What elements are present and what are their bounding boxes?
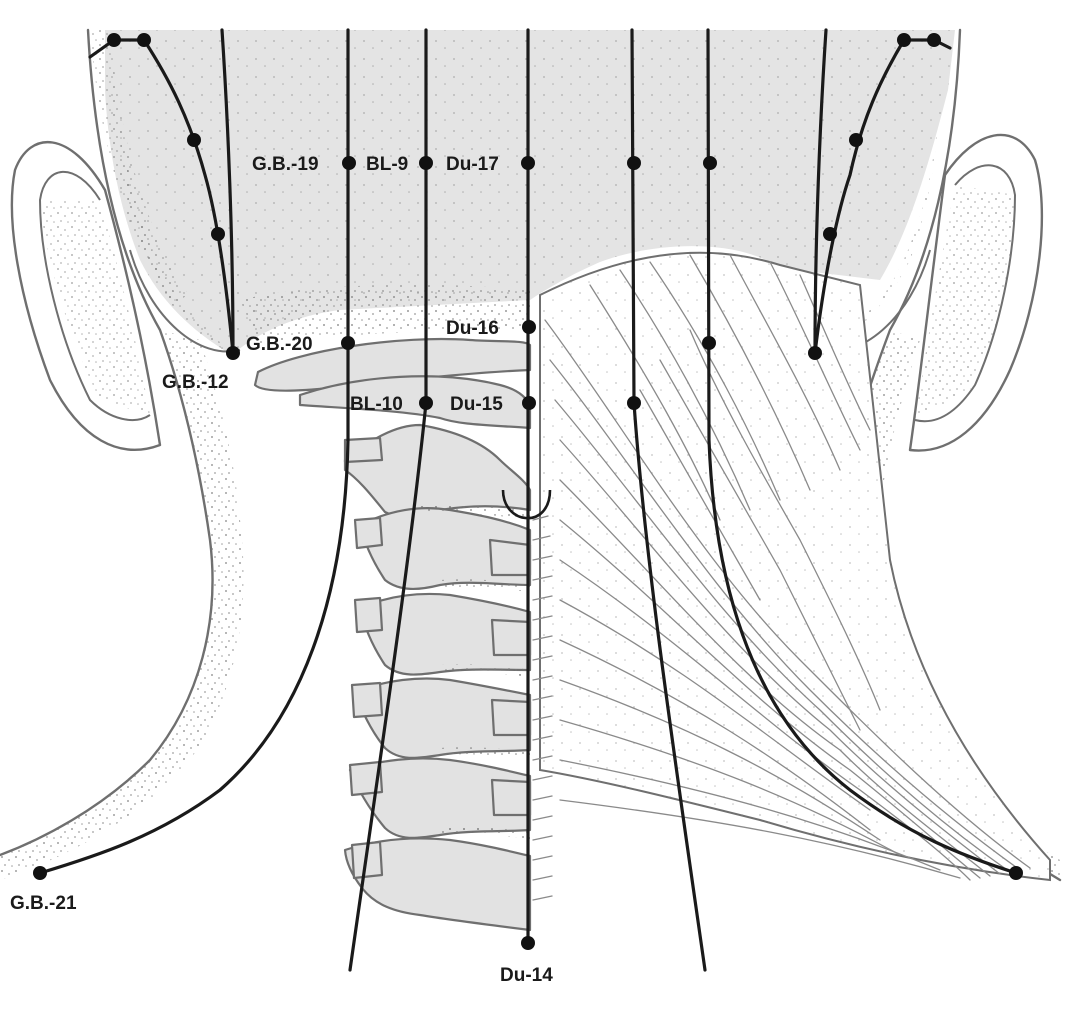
gb-right-head-line-2 <box>813 28 828 355</box>
acupoint-du16 <box>522 320 536 334</box>
gb-right-channel-line <box>706 28 1018 875</box>
cervical-spine <box>343 423 532 932</box>
acupoint-gb21 <box>33 866 47 880</box>
acupoint-rr4 <box>823 227 837 241</box>
acupoint-r1 <box>627 156 641 170</box>
acupoint-label-bl9: BL-9 <box>366 154 408 175</box>
acupoint-gb12 <box>226 346 240 360</box>
neck-outline <box>0 28 1062 882</box>
acupoint-gb19 <box>342 156 356 170</box>
gb-right-head-line <box>813 38 952 355</box>
acupoint-r4 <box>627 396 641 410</box>
gb-left-channel-line <box>38 28 350 875</box>
bl-left-channel-line <box>348 28 428 972</box>
gb-left-head-line <box>88 38 235 355</box>
acupoint-r2 <box>703 156 717 170</box>
left-ear <box>10 140 162 451</box>
acupoint-bl9 <box>419 156 433 170</box>
atlas-vertebra <box>253 337 532 392</box>
acupoints: G.B.-19 BL-9 Du-17Du-16G.B.-20G.B.-12BL-10… <box>10 33 1023 986</box>
acupoint-rr2 <box>927 33 941 47</box>
gb-left-head-line-2 <box>220 28 235 355</box>
acupoint-label-gb21: G.B.-21 <box>10 893 77 914</box>
acupoint-l1 <box>107 33 121 47</box>
acupoint-rr3 <box>849 133 863 147</box>
acupoint-l2 <box>137 33 151 47</box>
acupoint-gb20 <box>341 336 355 350</box>
acupoint-rr1 <box>897 33 911 47</box>
acupoint-du17 <box>521 156 535 170</box>
acupoint-du14 <box>521 936 535 950</box>
acupoint-bl10 <box>419 396 433 410</box>
acupoint-label-du16: Du-16 <box>446 318 499 339</box>
skull <box>105 30 955 355</box>
acupoint-label-gb20: G.B.-20 <box>246 334 313 355</box>
acupoint-label-gb12: G.B.-12 <box>162 372 229 393</box>
acupoint-r6 <box>1009 866 1023 880</box>
acupoint-r5 <box>808 346 822 360</box>
acupoint-l3 <box>187 133 201 147</box>
right-ear <box>908 133 1044 452</box>
acupoint-du15 <box>522 396 536 410</box>
acupoint-label-bl10: BL-10 <box>350 394 403 415</box>
bl-right-channel-line <box>630 28 707 972</box>
acupoint-label-du17: Du-17 <box>446 154 499 175</box>
channel-lines <box>38 28 1018 972</box>
trapezius-muscle <box>532 251 1051 901</box>
axis-vertebra <box>298 375 532 430</box>
acupoint-label-du15: Du-15 <box>450 394 503 415</box>
acupoint-l4 <box>211 227 225 241</box>
occipital-base <box>240 284 530 345</box>
acupoint-label-du14: Du-14 <box>500 965 553 986</box>
acupoint-r3 <box>702 336 716 350</box>
acupoint-label-gb19: G.B.-19 <box>252 154 319 175</box>
